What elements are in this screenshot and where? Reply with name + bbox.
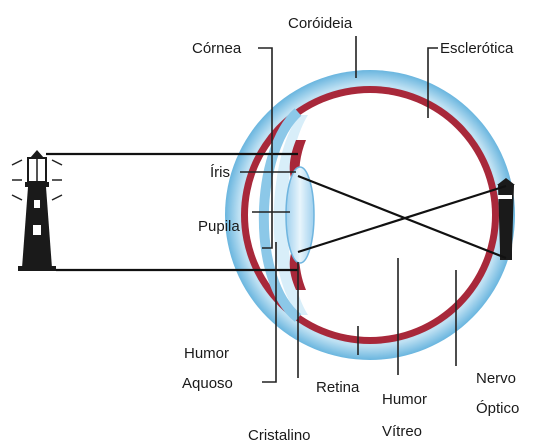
label-iris: Íris — [210, 164, 230, 181]
label-humor-aquoso-1: Humor — [184, 345, 229, 362]
label-coroidea: Coróideia — [288, 15, 353, 32]
label-retina: Retina — [316, 379, 360, 396]
label-cristalino: Cristalino — [248, 427, 311, 444]
label-pupila: Pupila — [198, 218, 240, 235]
label-nervo-optico-2: Óptico — [476, 400, 519, 417]
label-humor-vitreo-1: Humor — [382, 391, 427, 408]
label-humor-vitreo-2: Vítreo — [382, 423, 422, 440]
label-cornea: Córnea — [192, 40, 242, 57]
label-nervo-optico-1: Nervo — [476, 370, 516, 387]
lighthouse-icon — [12, 150, 62, 271]
label-esclerotica: Esclerótica — [440, 40, 514, 57]
label-humor-aquoso-2: Aquoso — [182, 375, 233, 392]
